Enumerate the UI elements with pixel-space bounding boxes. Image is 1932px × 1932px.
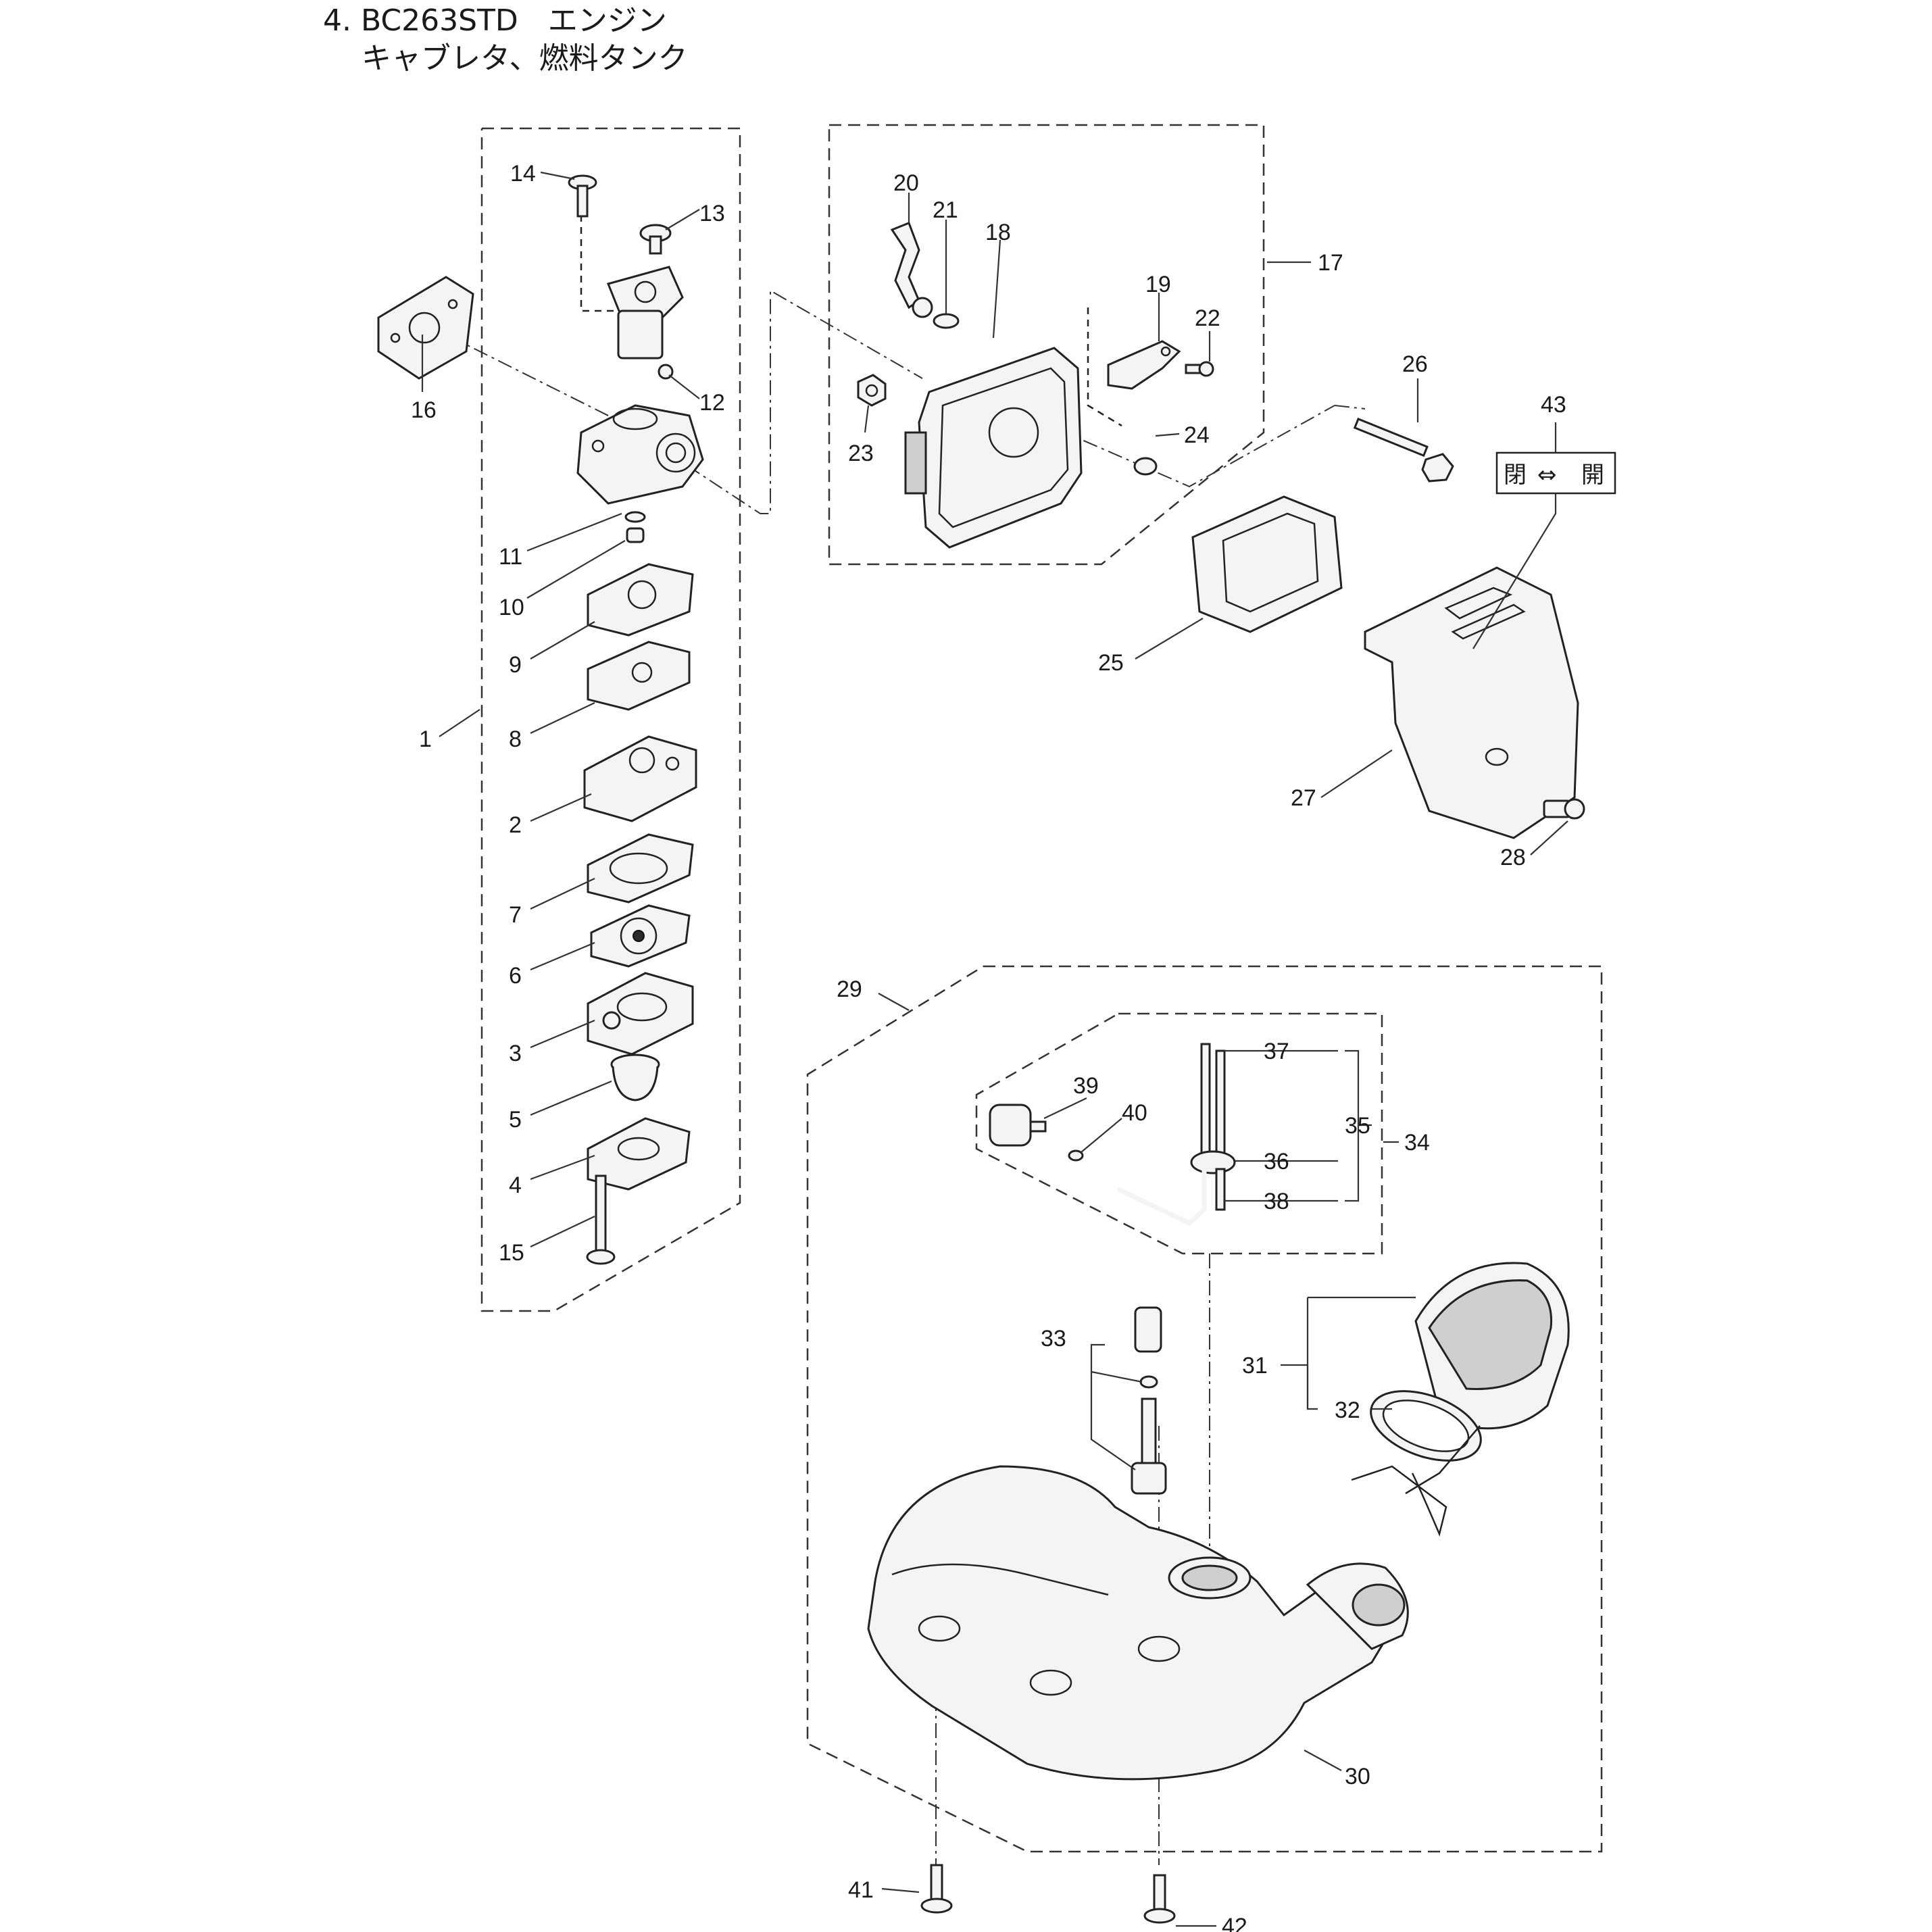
callout-21: 21 xyxy=(933,197,958,223)
air-cleaner-cover-27 xyxy=(1364,566,1579,839)
screw-42 xyxy=(1143,1874,1176,1924)
bolt-15 xyxy=(586,1174,616,1265)
label-43-open: 開 xyxy=(1581,462,1604,489)
callout-14: 14 xyxy=(510,161,536,187)
callout-31: 31 xyxy=(1242,1353,1268,1379)
callout-7: 7 xyxy=(509,902,522,928)
page-title: 4. BC263STD エンジン xyxy=(323,3,667,38)
nut-23 xyxy=(857,374,887,407)
callout-5: 5 xyxy=(509,1107,522,1133)
callout-19: 19 xyxy=(1145,272,1171,297)
leader-lines xyxy=(421,171,1568,1927)
callout-16: 16 xyxy=(411,397,437,423)
washer-21 xyxy=(933,313,960,329)
fuel-pipe-35 xyxy=(1117,1043,1236,1227)
pump-cover-2 xyxy=(583,735,697,822)
grommet-39 xyxy=(989,1104,1047,1147)
throttle-shaft-assembly xyxy=(606,266,684,360)
callout-2: 2 xyxy=(509,812,522,838)
callout-40: 40 xyxy=(1122,1100,1147,1126)
screw-13 xyxy=(639,224,672,255)
callout-35: 35 xyxy=(1345,1113,1370,1139)
screw-14 xyxy=(568,174,597,218)
callout-15: 15 xyxy=(499,1240,524,1266)
callout-43: 43 xyxy=(1541,392,1566,418)
callout-25: 25 xyxy=(1098,650,1124,676)
callout-32: 32 xyxy=(1335,1397,1360,1423)
callout-36: 36 xyxy=(1264,1149,1289,1174)
callout-8: 8 xyxy=(509,726,522,752)
choke-plate-19 xyxy=(1107,340,1181,390)
callout-29: 29 xyxy=(837,976,862,1002)
callout-4: 4 xyxy=(509,1172,522,1198)
fuel-tank-assembly-box xyxy=(806,965,1603,1853)
choke-lever-20 xyxy=(890,222,933,318)
air-cleaner-assembly-box xyxy=(828,124,1265,566)
callout-37: 37 xyxy=(1264,1039,1289,1064)
callout-22: 22 xyxy=(1195,305,1220,331)
callout-38: 38 xyxy=(1264,1189,1289,1214)
callout-41: 41 xyxy=(848,1877,874,1903)
label-43-arrow: ⇔ xyxy=(1537,462,1557,489)
callout-24: 24 xyxy=(1184,422,1210,448)
element-25 xyxy=(1191,495,1343,633)
insulator-gasket-16 xyxy=(377,276,474,380)
callout-13: 13 xyxy=(699,201,725,226)
callout-34: 34 xyxy=(1404,1130,1430,1156)
callout-26: 26 xyxy=(1402,351,1428,377)
gasket-7 xyxy=(587,833,694,903)
screw-28 xyxy=(1543,798,1585,820)
carburetor-body xyxy=(576,404,704,505)
callout-33: 33 xyxy=(1041,1326,1066,1352)
callout-1: 1 xyxy=(419,726,432,752)
callout-9: 9 xyxy=(509,652,522,678)
callout-3: 3 xyxy=(509,1041,522,1066)
gasket-9 xyxy=(587,563,694,637)
fuel-pickup-assembly-box xyxy=(975,1012,1383,1255)
air-cleaner-base-18 xyxy=(904,347,1083,549)
primer-bulb-5 xyxy=(610,1054,660,1101)
callout-17: 17 xyxy=(1318,250,1343,276)
callout-30: 30 xyxy=(1345,1764,1370,1789)
gasket-32 xyxy=(1370,1390,1482,1462)
page-subtitle: キャブレタ、燃料タンク xyxy=(362,41,688,76)
callout-18: 18 xyxy=(985,220,1011,245)
bolt-26 xyxy=(1353,418,1454,482)
label-43-closed: 閉 xyxy=(1504,462,1527,489)
collar-24 xyxy=(1133,457,1158,476)
cap-tether xyxy=(1351,1425,1481,1537)
callout-28: 28 xyxy=(1500,845,1526,870)
callout-20: 20 xyxy=(893,170,919,196)
screw-41 xyxy=(920,1864,953,1914)
part-number-labels: 1 2 3 4 5 6 7 8 9 10 11 12 13 14 15 16 1… xyxy=(411,161,1604,1932)
metering-cover-3 xyxy=(587,972,694,1056)
callout-23: 23 xyxy=(848,441,874,466)
callout-27: 27 xyxy=(1291,785,1316,811)
callout-10: 10 xyxy=(499,595,524,620)
screen-10 xyxy=(626,527,645,543)
callout-6: 6 xyxy=(509,963,522,989)
retainer-4 xyxy=(587,1117,691,1191)
o-ring-11 xyxy=(624,511,646,523)
callout-11: 11 xyxy=(499,544,522,570)
vent-valve-33 xyxy=(1131,1306,1167,1495)
screw-22 xyxy=(1185,361,1214,377)
carburetor-assembly-box xyxy=(480,127,741,1312)
callout-39: 39 xyxy=(1073,1073,1099,1099)
fuel-cap-31 xyxy=(1414,1262,1570,1430)
diaphragm-8 xyxy=(587,641,691,711)
callout-42: 42 xyxy=(1222,1914,1247,1932)
callout-12: 12 xyxy=(699,390,725,416)
o-ring-40 xyxy=(1068,1149,1084,1162)
fuel-tank-30 xyxy=(867,1465,1409,1781)
diaphragm-6 xyxy=(590,904,691,968)
